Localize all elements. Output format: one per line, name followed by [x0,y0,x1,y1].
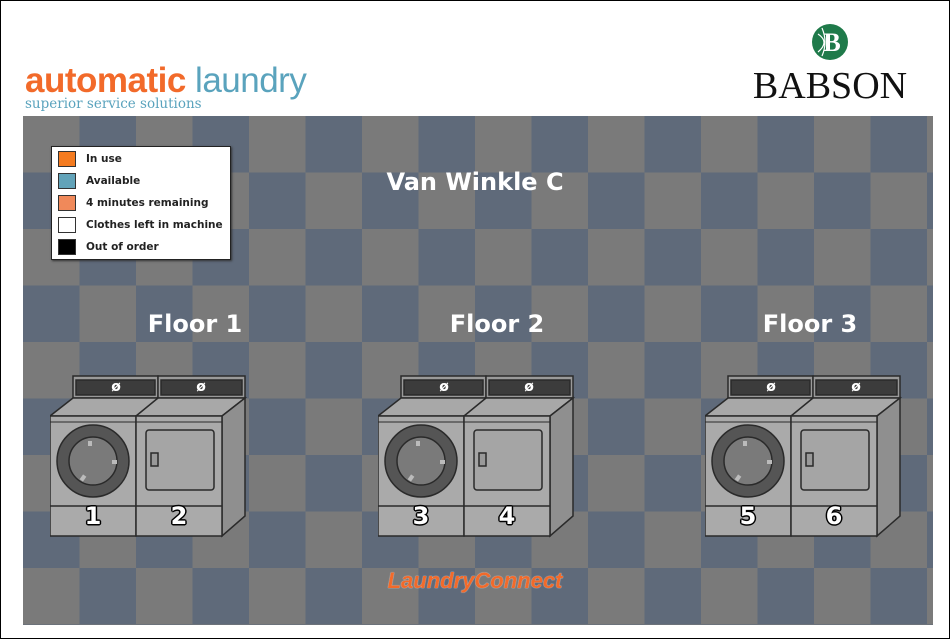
dryer-number: 6 [825,502,843,530]
automatic-laundry-logo: automatic laundry superior service solut… [25,61,307,113]
status-legend: In use Available 4 minutes remaining Clo… [51,146,231,260]
machine-pair-floor-1: 1 ø 2 ø [50,374,250,539]
washer-machine[interactable] [705,374,791,536]
dryer-machine[interactable] [791,374,877,536]
dryer-machine[interactable] [136,374,222,536]
legend-label: Available [86,175,141,187]
floor-1-label: Floor 1 [147,310,243,338]
laundryconnect-brand: LaundryConnect [387,568,563,593]
legend-label: In use [86,153,122,165]
dryer-display: ø [524,379,534,395]
legend-item-out-of-order: Out of order [52,236,230,258]
dryer-machine[interactable] [464,374,550,536]
floor-2-label: Floor 2 [449,310,545,338]
dryer-display: ø [851,379,861,395]
legend-item-clothes-left: Clothes left in machine [52,214,230,236]
machine-pair-floor-2: 3 ø 4 ø [378,374,578,539]
legend-item-available: Available [52,170,230,192]
washer-display: ø [111,379,121,395]
legend-item-minutes-remaining: 4 minutes remaining [52,192,230,214]
washer-number: 5 [739,502,757,530]
babson-globe-icon: B [812,24,848,60]
logo-word-automatic: automatic [25,61,186,100]
logo-word-laundry: laundry [195,61,307,100]
svg-text:B: B [823,28,840,57]
floor-3-label: Floor 3 [762,310,858,338]
dryer-number: 4 [498,502,516,530]
washer-display: ø [439,379,449,395]
dryer-display: ø [196,379,206,395]
swatch-out-of-order [58,239,76,255]
location-title: Van Winkle C [386,168,564,196]
logo-tagline: superior service solutions [25,96,202,112]
dryer-number: 2 [170,502,188,530]
swatch-available [58,173,76,189]
washer-number: 3 [412,502,430,530]
legend-label: Out of order [86,241,159,253]
legend-label: 4 minutes remaining [86,197,209,209]
legend-item-in-use: In use [52,148,230,170]
washer-machine[interactable] [50,374,136,536]
washer-machine[interactable] [378,374,464,536]
babson-wordmark: BABSON [752,65,908,107]
legend-label: Clothes left in machine [86,219,223,231]
swatch-in-use [58,151,76,167]
swatch-minutes-remaining [58,195,76,211]
washer-number: 1 [84,502,102,530]
babson-logo: B BABSON [745,22,915,106]
machine-pair-floor-3: 5 ø 6 ø [705,374,905,539]
swatch-clothes-left [58,217,76,233]
washer-display: ø [766,379,776,395]
